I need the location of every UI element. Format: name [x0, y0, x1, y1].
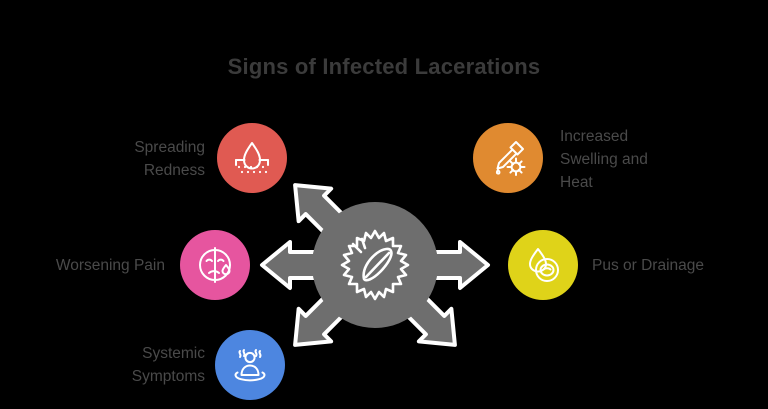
label-line: Worsening Pain [55, 257, 165, 274]
label-line: Increased [560, 128, 629, 145]
label-spreading-redness: Spreading Redness [60, 136, 205, 182]
label-worsening-pain: Worsening Pain [15, 254, 165, 277]
fever-person-icon [234, 349, 266, 382]
pain-face-icon [199, 247, 231, 283]
label-systemic-symptoms: Systemic Symptoms [60, 342, 205, 388]
node-spreading-redness[interactable] [217, 123, 287, 193]
page-title: Signs of Infected Lacerations [227, 54, 541, 79]
node-systemic-symptoms[interactable] [215, 330, 285, 400]
node-worsening-pain[interactable] [180, 230, 250, 300]
label-pus-or-drainage: Pus or Drainage [592, 254, 757, 277]
node-pus-or-drainage[interactable] [508, 230, 578, 300]
skin-droplet-icon [235, 142, 269, 174]
label-line: Pus or Drainage [592, 257, 705, 274]
dropper-germ-icon [495, 141, 526, 176]
label-increased-swelling-and-heat: Increased Swelling and Heat [560, 125, 700, 194]
label-line: Spreading [134, 139, 205, 156]
label-line: Systemic [142, 345, 205, 362]
label-line: Symptoms [131, 368, 205, 385]
label-line: Heat [560, 174, 593, 191]
node-increased-swelling-and-heat[interactable] [473, 123, 543, 193]
hub-infected-laceration[interactable] [312, 202, 438, 328]
infected-laceration-icon [340, 229, 410, 301]
label-line: Redness [143, 162, 205, 179]
label-line: Swelling and [560, 151, 648, 168]
pus-drop-icon [529, 248, 559, 282]
